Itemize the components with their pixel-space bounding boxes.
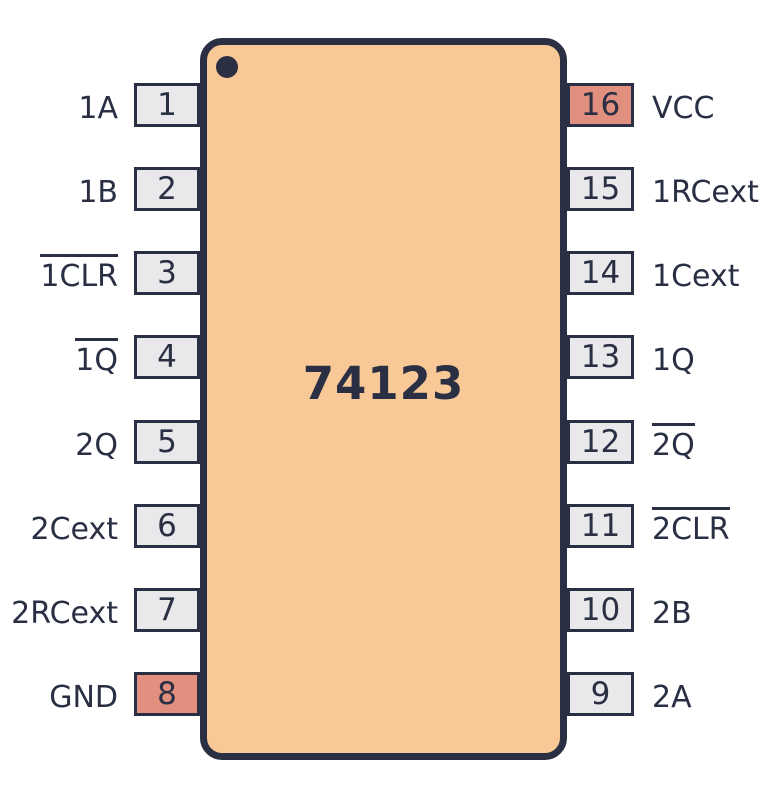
pin-row: 1CLR 3 14 1Cext <box>0 251 768 295</box>
pin-row: 2RCext 7 10 2B <box>0 588 768 632</box>
pin-label-2Q-inv: 2Q <box>652 420 768 464</box>
pin-box-13: 13 <box>567 335 634 379</box>
pin-box-9: 9 <box>567 672 634 716</box>
pin-label-1RCext: 1RCext <box>652 174 759 210</box>
pin-box-16: 16 <box>567 83 634 127</box>
pin-box-3: 3 <box>134 251 200 295</box>
pin-box-5: 5 <box>134 420 200 464</box>
pin-box-15: 15 <box>567 167 634 211</box>
chip-body <box>200 38 567 760</box>
chip-name: 74123 <box>302 357 465 410</box>
pin-label-2B: 2B <box>652 595 692 631</box>
pin-box-12: 12 <box>567 420 634 464</box>
pin-box-14: 14 <box>567 251 634 295</box>
pin-box-6: 6 <box>134 504 200 548</box>
pin-label-1B: 1B <box>78 174 118 210</box>
pin-box-8: 8 <box>134 672 200 716</box>
pin-label-2RCext: 2RCext <box>11 595 118 631</box>
pin-label-GND: GND <box>49 679 118 715</box>
pin-box-4: 4 <box>134 335 200 379</box>
pin-label-1CLR: 1CLR <box>0 251 118 295</box>
pin1-indicator-dot-icon <box>216 56 238 78</box>
pin-row: 1B 2 15 1RCext <box>0 167 768 211</box>
pin-label-2Cext: 2Cext <box>30 511 118 547</box>
pin-label-VCC: VCC <box>652 90 715 126</box>
pin-row: 2Q 5 12 2Q <box>0 420 768 464</box>
pin-row: 2Cext 6 11 2CLR <box>0 504 768 548</box>
pin-label-1A: 1A <box>78 90 118 126</box>
pin-label-1Cext: 1Cext <box>652 258 740 294</box>
pin-row: 1Q 4 13 1Q <box>0 335 768 379</box>
pin-row: 1A 1 16 VCC <box>0 83 768 127</box>
pin-box-1: 1 <box>134 83 200 127</box>
pin-row: GND 8 9 2A <box>0 672 768 716</box>
pin-label-2CLR: 2CLR <box>652 504 768 548</box>
pin-label-1Q: 1Q <box>652 342 695 378</box>
pin-box-7: 7 <box>134 588 200 632</box>
pin-label-2Q: 2Q <box>75 427 118 463</box>
pin-label-2A: 2A <box>652 679 692 715</box>
pin-box-2: 2 <box>134 167 200 211</box>
pin-box-11: 11 <box>567 504 634 548</box>
pin-box-10: 10 <box>567 588 634 632</box>
pin-label-1Q-inv: 1Q <box>0 335 118 379</box>
